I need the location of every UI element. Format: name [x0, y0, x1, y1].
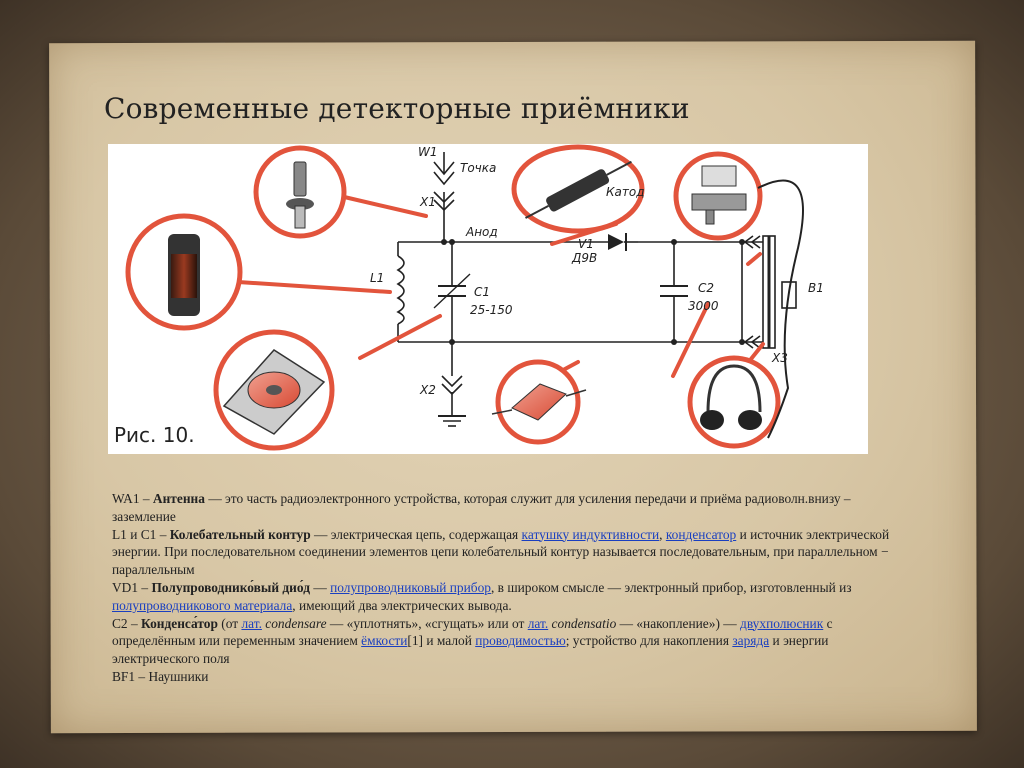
link-conductance[interactable]: проводимостью — [475, 633, 566, 649]
illustration-diode — [511, 144, 645, 234]
label-x3: X3 — [771, 351, 788, 365]
link-inductor[interactable]: катушку индуктивности — [521, 526, 660, 542]
illustration-antenna-plug — [253, 145, 347, 239]
vd-desc-2: , в широком смысле — электронный прибор,… — [490, 579, 852, 595]
illustration-coil — [125, 213, 243, 331]
paragraph-lc: L1 и C1 – Колебательный контур — электри… — [112, 526, 902, 579]
label-d9v: Д9В — [571, 251, 597, 265]
illustration-headphones — [687, 355, 781, 449]
lc-sep: , — [659, 526, 666, 542]
paragraph-vd1: VD1 – Полупроводнико́вый дио́д — полупро… — [112, 579, 902, 615]
junction-dots — [441, 239, 745, 345]
link-semiconductor-material[interactable]: полупроводникового материала — [112, 597, 293, 613]
diode-symbol — [608, 233, 638, 251]
link-capacitance[interactable]: ёмкости — [361, 633, 408, 649]
wa1-term: Антенна — [152, 491, 205, 506]
figure-caption: Рис. 10. — [114, 423, 195, 447]
jack-x3-symbol — [743, 235, 761, 349]
paragraph-c2: C2 – Конденса́тор (от лат. condensare — … — [112, 615, 902, 668]
circuit-diagram: W1 Точка Катод X1 Анод V1 Д9В L1 C1 25-1… — [114, 144, 824, 451]
wa1-desc: — это часть радиоэлектронного устройства… — [112, 491, 851, 524]
headphone-cable — [757, 179, 804, 439]
label-c2: C2 — [698, 281, 714, 295]
label-x1: X1 — [419, 195, 436, 209]
label-l1: L1 — [370, 271, 384, 285]
label-v1: V1 — [578, 237, 594, 251]
lc-desc-2: и источник электрической энергии. При по… — [112, 526, 890, 578]
variable-capacitor-symbol — [433, 273, 471, 309]
illustration-fixed-capacitor — [491, 359, 587, 445]
label-c1: C1 — [474, 285, 490, 299]
schematic-labels: W1 Точка Катод X1 Анод V1 Д9В L1 C1 25-1… — [370, 145, 824, 397]
c2-desc-5: [1] и малой — [407, 633, 476, 649]
vd-desc-1: — — [309, 579, 331, 595]
description-text: WA1 – Антенна — это часть радиоэлектронн… — [112, 490, 902, 686]
label-tochka: Точка — [460, 161, 496, 175]
c2-desc-4: с определённым или переменным значением — [112, 615, 833, 649]
label-w1: W1 — [418, 145, 438, 159]
label-b1: B1 — [808, 281, 824, 295]
circuit-figure: W1 Точка Катод X1 Анод V1 Д9В L1 C1 25-1… — [108, 144, 868, 454]
lc-term: Колебательный контур — [169, 526, 311, 542]
wa1-code: WA1 – — [112, 491, 153, 506]
paragraph-bf1: BF1 – Наушники — [112, 668, 209, 684]
capacitor-symbol — [660, 285, 688, 297]
c2-latin-2: condensatio — [548, 615, 617, 631]
link-capacitor[interactable]: конденсатор — [665, 526, 737, 542]
c2-desc-1: (от — [217, 615, 242, 631]
lc-code: L1 и C1 – — [112, 526, 170, 542]
label-katod: Катод — [606, 185, 645, 199]
c2-desc-6: ; устройство для накопления — [565, 633, 733, 649]
link-charge[interactable]: заряда — [732, 633, 770, 649]
illustration-variable-capacitor — [213, 329, 335, 451]
link-latin-2[interactable]: лат. — [527, 615, 549, 631]
vd-desc-3: , имеющий два электрических вывода. — [292, 597, 512, 613]
link-latin-1[interactable]: лат. — [241, 615, 262, 631]
c2-latin-1: condensare — [261, 615, 327, 631]
slide-title: Современные детекторные приёмники — [104, 92, 690, 125]
c2-desc-3: — «накопление») — — [616, 615, 740, 631]
label-anod: Анод — [465, 225, 498, 239]
ground-symbol — [438, 375, 466, 427]
paragraph-wa1: WA1 – Антенна — это часть радиоэлектронн… — [112, 490, 902, 526]
vd-code: VD1 – — [112, 579, 152, 595]
lc-desc-1: — электрическая цепь, содержащая — [310, 526, 522, 542]
inductor-symbol — [396, 255, 405, 325]
c2-desc-2: — «уплотнять», «сгущать» или от — [326, 615, 528, 631]
label-c2-value: 3000 — [688, 299, 719, 313]
link-semiconductor-device[interactable]: полупроводниковый прибор — [330, 579, 491, 595]
c2-term: Конденса́тор — [141, 615, 218, 631]
link-two-terminal[interactable]: двухполюсник — [740, 615, 824, 631]
c2-desc-7: и энергии электрического поля — [112, 633, 829, 667]
label-c1-range: 25-150 — [470, 303, 513, 317]
vd-term: Полупроводнико́вый дио́д — [151, 579, 310, 595]
c2-code: C2 – — [112, 615, 142, 631]
label-x2: X2 — [419, 383, 436, 397]
schematic-wires — [397, 152, 776, 416]
antenna-symbol — [433, 161, 455, 212]
illustration-headphone-plug — [673, 151, 763, 241]
